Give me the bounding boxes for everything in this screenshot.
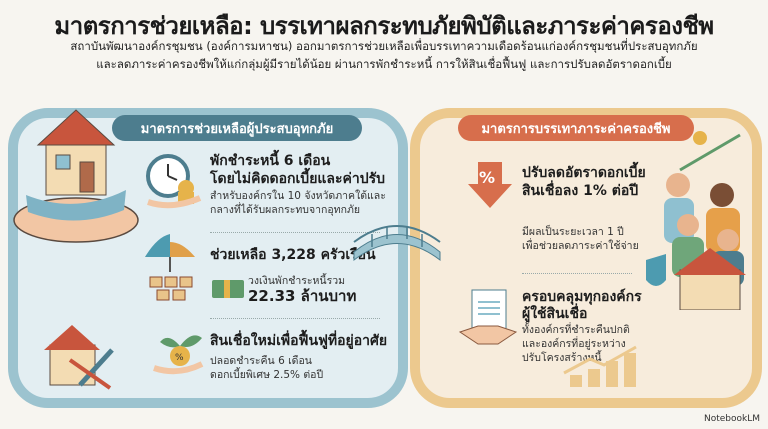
amount-desc: วงเงินพักชำระหนี้รวม: [248, 275, 346, 287]
recovery-loan-desc-2: ดอกเบี้ยพิเศษ 2.5% ต่อปี: [210, 369, 324, 381]
subtitle-line-2: และลดภาระค่าครองชีพให้แก่กลุ่มผู้มีรายได…: [96, 57, 672, 71]
rate-cut-desc-2: เพื่อช่วยลดภาระค่าใช้จ่าย: [522, 240, 639, 252]
growth-chart-icon: [563, 345, 637, 387]
cost-of-living-heading: มาตรการบรรเทาภาระค่าครองชีพ: [458, 115, 694, 141]
plant-loan-icon: %: [153, 335, 204, 375]
deferment-desc-1: สำหรับองค์กรใน 10 จังหวัดภาคใต้และ: [210, 190, 386, 202]
divider: [210, 232, 380, 233]
house-repair-icon: [44, 325, 114, 390]
coverage-title-1: ครอบคลุมทุกองค์กร: [522, 289, 642, 305]
clock-coins-icon: [146, 154, 202, 209]
rate-cut-title-2: สินเชื่อลง 1% ต่อปี: [522, 183, 639, 199]
money-stack-icon: [212, 280, 244, 298]
households-title: ช่วยเหลือ 3,228 ครัวเรือน: [210, 247, 376, 263]
deferment-desc-2: กลางที่ได้รับผลกระทบจากอุทกภัย: [210, 204, 361, 216]
bridge-icon: [353, 225, 441, 262]
divider: [210, 318, 380, 319]
deferment-title-1: พักชำระหนี้ 6 เดือน: [210, 153, 331, 169]
coverage-desc-3: ปรับโครงสร้างหนี้: [522, 352, 602, 364]
recovery-loan-title: สินเชื่อใหม่เพื่อฟื้นฟูที่อยู่อาศัย: [210, 333, 388, 349]
divider: [522, 273, 632, 274]
rate-cut-title-1: ปรับลดอัตราดอกเบี้ย: [522, 165, 646, 181]
coverage-title-2: ผู้ใช้สินเชื่อ: [522, 306, 588, 322]
deferment-title-2: โดยไม่คิดดอกเบี้ยและค่าปรับ: [210, 171, 386, 187]
page-title: มาตรการช่วยเหลือ: บรรเทาผลกระทบภัยพิบัติ…: [54, 12, 714, 40]
flood-relief-heading: มาตรการช่วยเหลือผู้ประสบอุทกภัย: [112, 115, 362, 141]
recovery-loan-desc-1: ปลอดชำระคืน 6 เดือน: [210, 355, 312, 367]
coverage-desc-2: และองค์กรที่อยู่ระหว่าง: [522, 338, 626, 350]
community-people-icon: [646, 131, 746, 310]
coverage-desc-1: ทั้งองค์กรที่ชำระคืนปกติ: [522, 324, 630, 336]
percent-symbol: %: [479, 168, 496, 187]
percent-down-arrow-icon: [468, 162, 512, 208]
subtitle-line-1: สถาบันพัฒนาองค์กรชุมชน (องค์การมหาชน) ออ…: [70, 39, 698, 53]
umbrella-houses-icon: [145, 234, 195, 301]
svg-text:%: %: [175, 353, 184, 363]
rate-cut-desc-1: มีผลเป็นระยะเวลา 1 ปี: [522, 226, 624, 238]
house-in-hand-icon: [13, 109, 139, 243]
document-handshake-icon: [458, 289, 518, 345]
amount-value: 22.33 ล้านบาท: [248, 287, 357, 305]
notebooklm-badge: NotebookLM: [703, 414, 760, 424]
